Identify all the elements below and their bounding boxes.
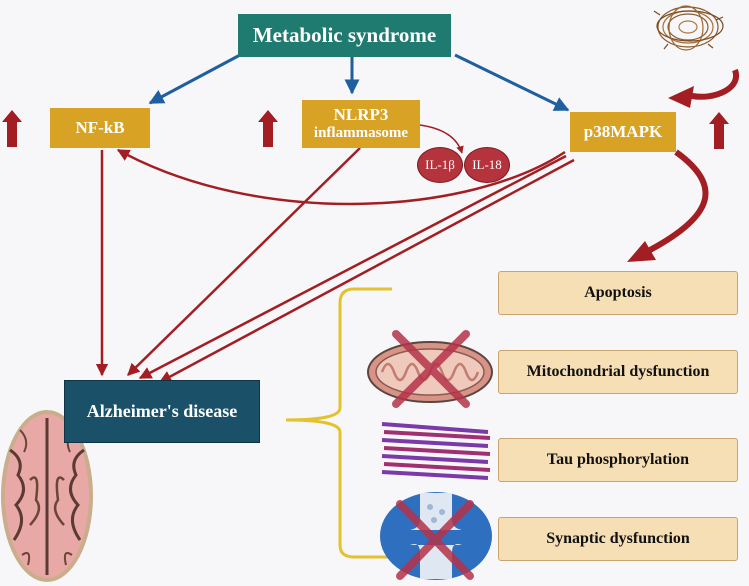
nfkb-label: NF-kB (75, 117, 125, 137)
p38mapk-label: p38MAPK (583, 121, 663, 141)
up-arrow-icon (2, 110, 22, 147)
il1b-label: IL-1β (425, 157, 455, 172)
outcome-tau-phosphorylation: Tau phosphorylation (498, 438, 738, 482)
outcome-label: Synaptic dysfunction (546, 530, 690, 547)
il1b-node: IL-1β (417, 147, 463, 183)
tau-fibril-icon (381, 422, 491, 480)
pathway-arrows (95, 124, 575, 384)
outcome-apoptosis: Apoptosis (498, 271, 738, 315)
outcome-bracket (285, 287, 392, 559)
inflammasome-label: inflammasome (313, 125, 409, 142)
nlrp3-node: NLRP3 inflammasome (302, 100, 420, 148)
cross-mark-icon (396, 500, 474, 580)
up-arrow-icon (709, 112, 729, 149)
outcome-synaptic-dysfunction: Synaptic dysfunction (498, 517, 738, 561)
outcome-mitochondrial-dysfunction: Mitochondrial dysfunction (498, 350, 738, 394)
metabolic-syndrome-node: Metabolic syndrome (238, 14, 451, 57)
nlrp3-label: NLRP3 (333, 105, 389, 125)
up-arrow-icon (258, 110, 278, 147)
p38mapk-node: p38MAPK (570, 112, 676, 152)
nfkb-node: NF-kB (50, 108, 150, 148)
metabolic-syndrome-label: Metabolic syndrome (252, 23, 437, 47)
il18-node: IL-18 (464, 147, 510, 183)
outcome-label: Tau phosphorylation (546, 451, 690, 468)
cross-mark-icon (392, 330, 470, 408)
alzheimers-disease-label: Alzheimer's disease (86, 401, 238, 421)
metabolic-arrows (148, 53, 570, 112)
alzheimers-disease-node: Alzheimer's disease (64, 380, 260, 443)
bacteria-icon (653, 5, 724, 51)
brain-icon (1, 410, 93, 582)
outcome-label: Apoptosis (584, 284, 652, 301)
il18-label: IL-18 (472, 157, 502, 172)
thick-arrows (627, 68, 740, 262)
outcome-label: Mitochondrial dysfunction (526, 363, 710, 380)
